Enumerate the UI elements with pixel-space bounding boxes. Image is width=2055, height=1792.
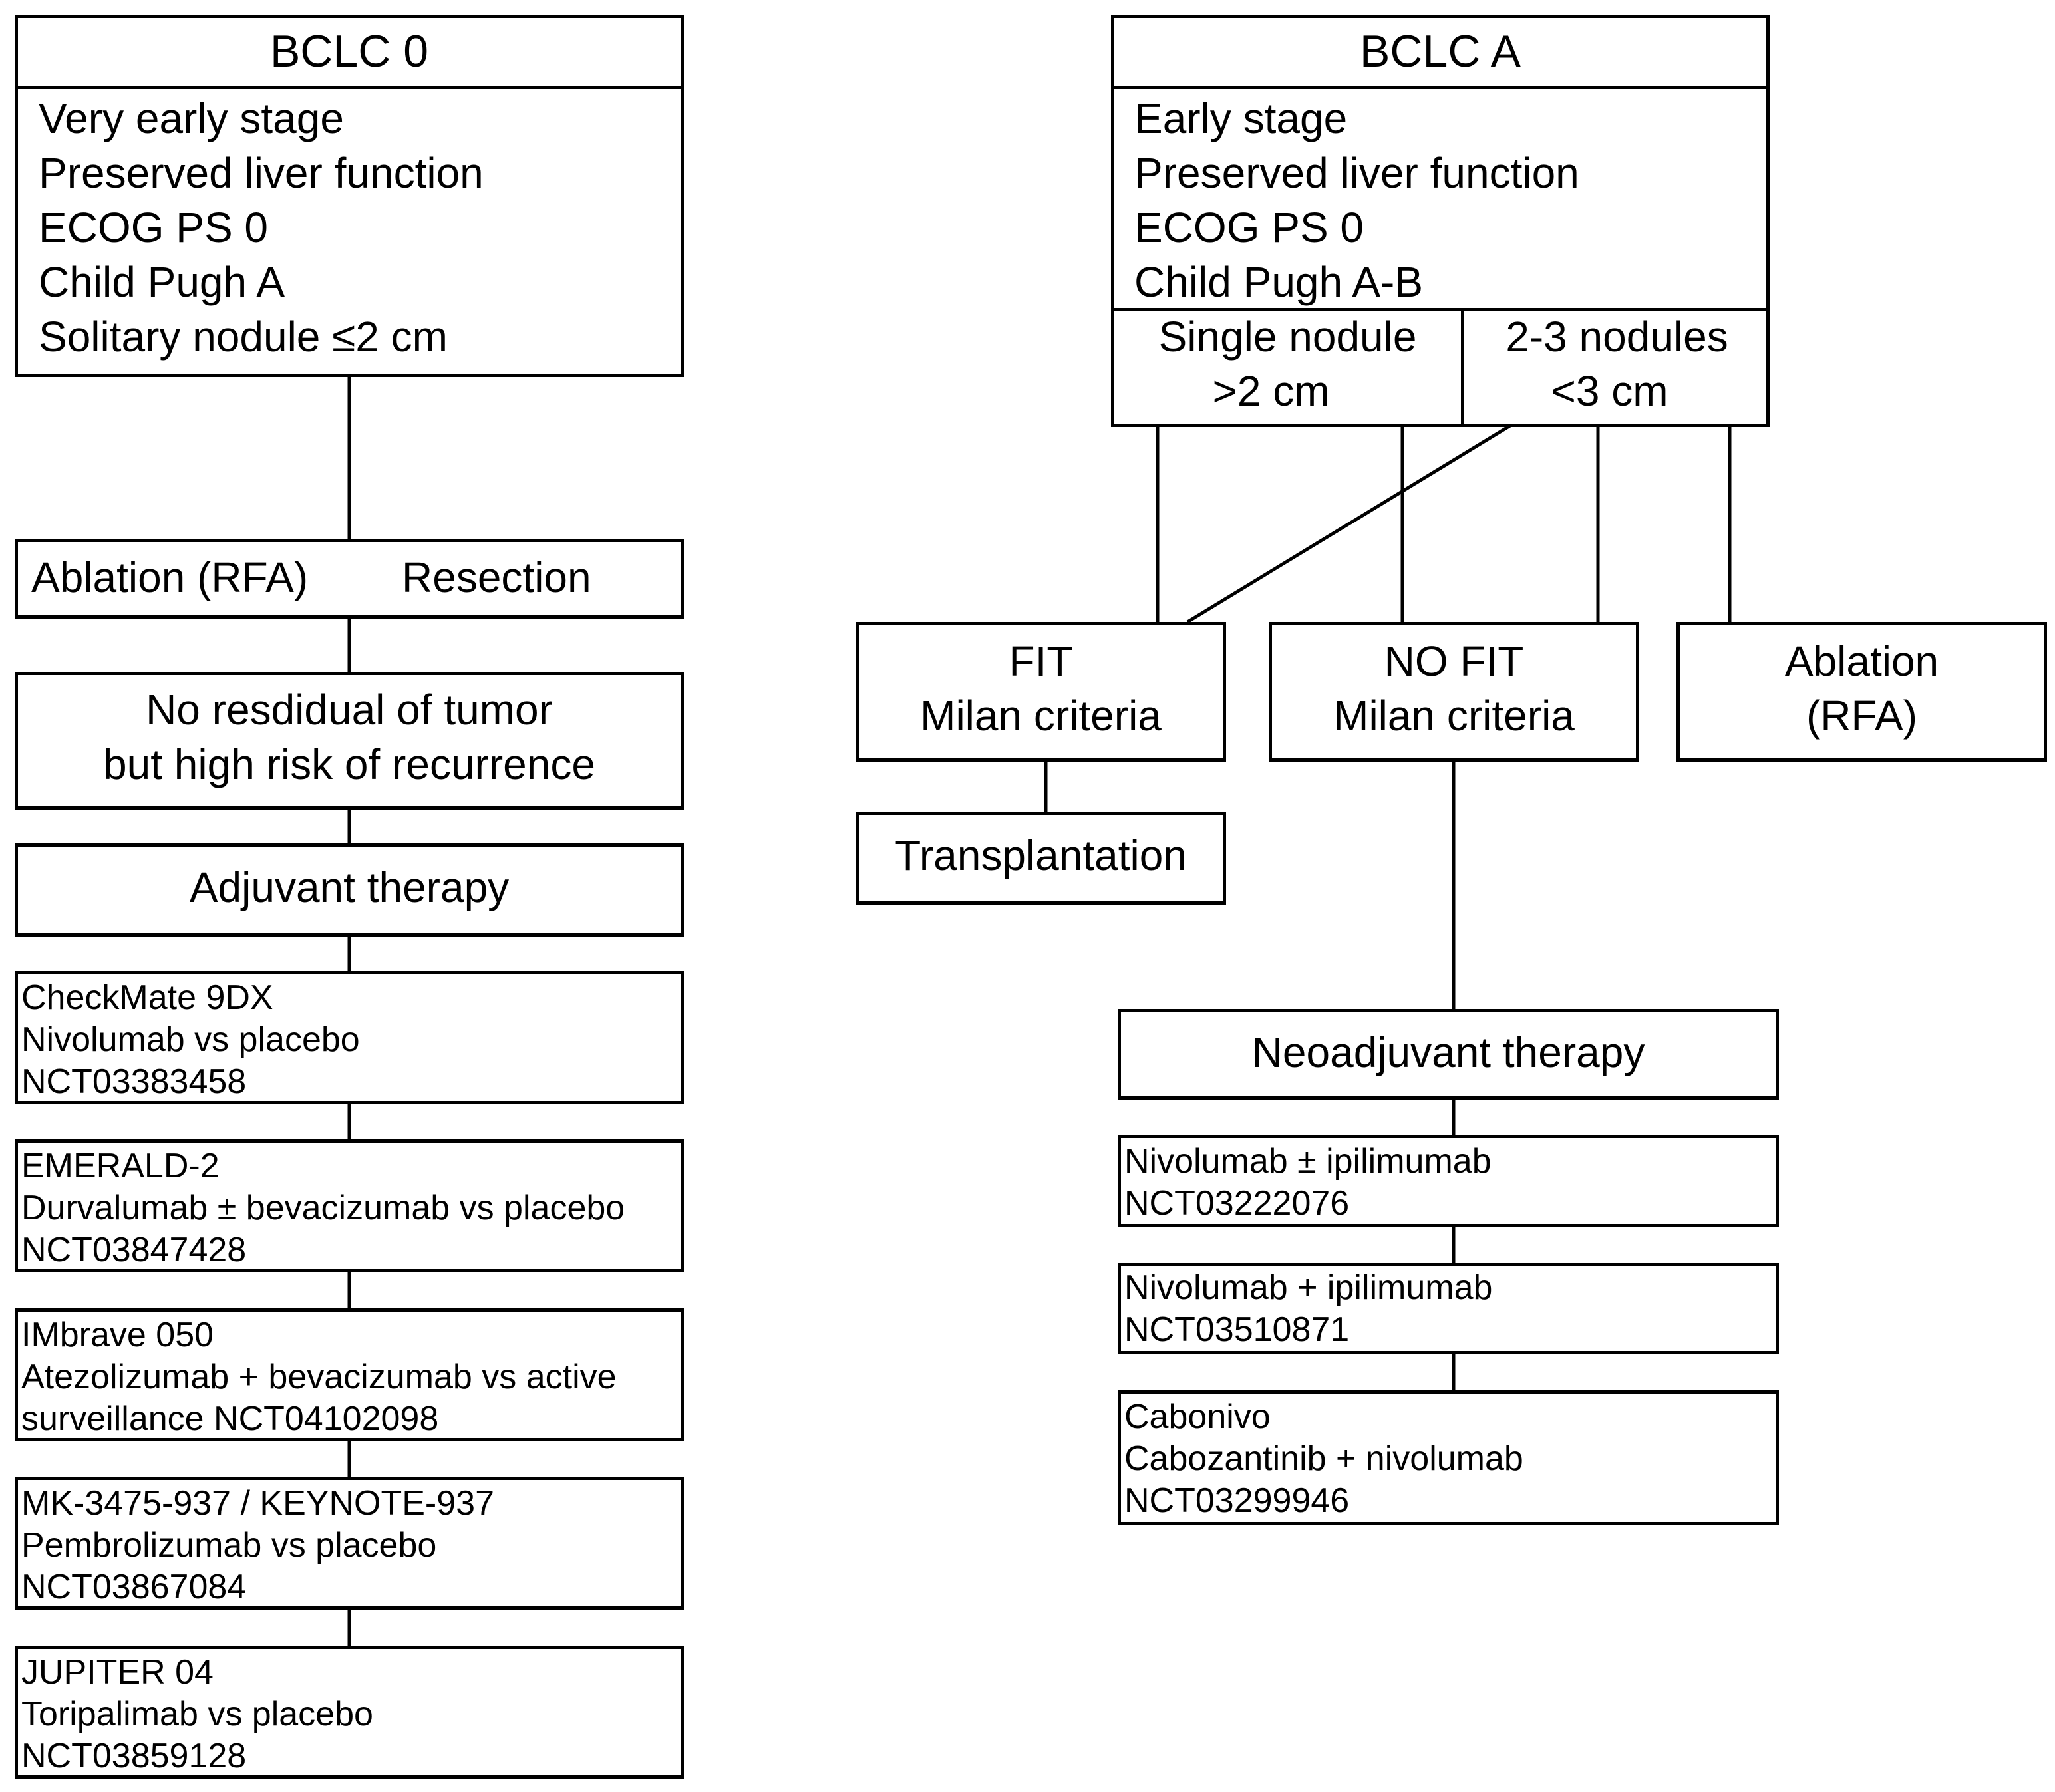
bclcA-line: Preserved liver function (1134, 149, 1579, 197)
trial-box (15, 1139, 684, 1272)
ablation-label: Ablation (RFA) (31, 553, 309, 601)
neo-trial-line: Cabonivo (1124, 1398, 1271, 1436)
bclcA-nodule-separator (1461, 308, 1464, 427)
bclcA-line: ECOG PS 0 (1134, 204, 1364, 251)
trial-line: EMERALD-2 (21, 1147, 220, 1185)
neo-trial-box (1118, 1135, 1779, 1227)
neo-trial-box (1118, 1263, 1779, 1354)
multi-nodule-line: 2-3 nodules (1505, 313, 1728, 361)
trial-line: Durvalumab ± bevacizumab vs placebo (21, 1189, 625, 1227)
resection-label: Resection (402, 553, 591, 601)
trial-line: surveillance NCT04102098 (21, 1400, 439, 1438)
trial-line: Nivolumab vs placebo (21, 1020, 360, 1059)
fit-line: FIT (1009, 637, 1073, 685)
bclc0-line: Preserved liver function (39, 149, 484, 197)
bclc0-title: BCLC 0 (269, 26, 429, 76)
trial-box (15, 1477, 684, 1610)
nofit-line: NO FIT (1384, 637, 1524, 685)
bclc0-line: Very early stage (39, 94, 344, 142)
neoadjuvant-therapy-box (1118, 1009, 1779, 1100)
trial-line: CheckMate 9DX (21, 978, 273, 1017)
trial-box (15, 1308, 684, 1441)
fit-line: Milan criteria (920, 692, 1162, 740)
ablationA-line: Ablation (1784, 637, 1939, 685)
bclc0-title-divider (15, 86, 684, 89)
nofit-milan-box (1269, 622, 1639, 762)
neo-trial-line: Nivolumab ± ipilimumab (1124, 1142, 1492, 1181)
residual-risk-box (15, 672, 684, 810)
adjuvant-therapy-label: Adjuvant therapy (189, 863, 510, 911)
residual-line: No resdidual of tumor (146, 686, 553, 734)
bclcA-box (1111, 15, 1770, 427)
trial-line: IMbrave 050 (21, 1316, 214, 1354)
bclcA-title-divider (1111, 86, 1770, 89)
trial-line: NCT03847428 (21, 1231, 247, 1269)
bclc0-line: Solitary nodule ≤2 cm (39, 313, 448, 361)
single-nodule-line: >2 cm (1212, 367, 1330, 415)
multi-nodule-line: <3 cm (1551, 367, 1668, 415)
trial-line: Atezolizumab + bevacizumab vs active (21, 1358, 617, 1396)
neoadjuvant-therapy-label: Neoadjuvant therapy (1251, 1028, 1645, 1076)
neo-trial-line: Cabozantinib + nivolumab (1124, 1439, 1523, 1478)
fit-milan-box (856, 622, 1226, 762)
trial-line: NCT03867084 (21, 1568, 247, 1606)
bclc0-box (15, 15, 684, 377)
ablation-resection-box (15, 539, 684, 619)
nofit-line: Milan criteria (1333, 692, 1575, 740)
transplantation-label: Transplantation (895, 831, 1187, 879)
trial-line: JUPITER 04 (21, 1653, 214, 1692)
bclcA-line: Child Pugh A-B (1134, 258, 1424, 306)
neo-trial-line: NCT03222076 (1124, 1184, 1350, 1223)
bclcA-nodule-divider (1111, 308, 1770, 311)
connector (1186, 424, 1511, 624)
neo-trial-line: NCT03299946 (1124, 1481, 1350, 1520)
bclcA-title: BCLC A (1360, 26, 1521, 76)
trial-line: NCT03859128 (21, 1737, 247, 1775)
trial-box (15, 971, 684, 1104)
residual-line: but high risk of recurrence (103, 740, 595, 788)
neo-trial-box (1118, 1390, 1779, 1525)
bclc0-line: Child Pugh A (39, 258, 285, 306)
neo-trial-line: Nivolumab + ipilimumab (1124, 1269, 1493, 1307)
trial-line: Pembrolizumab vs placebo (21, 1526, 437, 1565)
bclcA-line: Early stage (1134, 94, 1348, 142)
trial-line: NCT03383458 (21, 1062, 247, 1101)
transplantation-box (856, 812, 1226, 905)
trial-line: MK-3475-937 / KEYNOTE-937 (21, 1484, 494, 1523)
trial-box (15, 1646, 684, 1779)
bclc0-line: ECOG PS 0 (39, 204, 268, 251)
ablation-rfa-box (1676, 622, 2047, 762)
ablationA-line: (RFA) (1806, 692, 1918, 740)
single-nodule-line: Single nodule (1158, 313, 1417, 361)
trial-line: Toripalimab vs placebo (21, 1695, 373, 1733)
adjuvant-therapy-box (15, 843, 684, 937)
neo-trial-line: NCT03510871 (1124, 1310, 1350, 1349)
